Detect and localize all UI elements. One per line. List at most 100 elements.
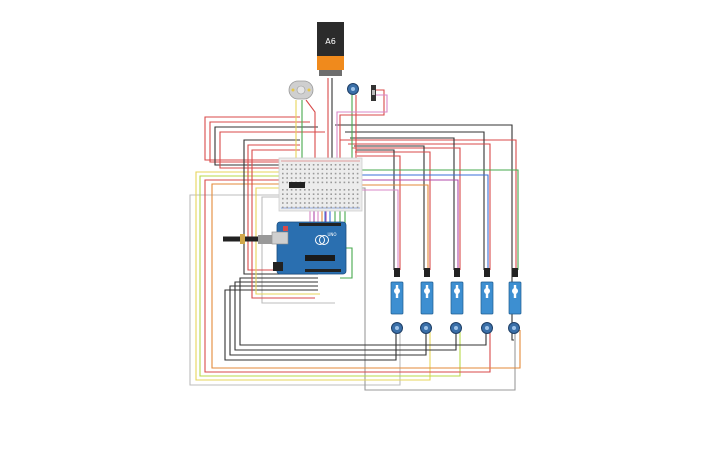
- header-top: [299, 223, 341, 226]
- potentiometer[interactable]: [481, 322, 493, 334]
- breadboard-hole: [312, 189, 315, 191]
- breadboard-hole: [308, 202, 310, 204]
- breadboard-hole: [330, 197, 332, 200]
- breadboard-hole: [356, 193, 359, 195]
- breadboard-hole: [282, 206, 284, 209]
- breadboard-hole: [290, 172, 293, 175]
- wire: [348, 143, 491, 270]
- breadboard-hole: [330, 189, 332, 191]
- breadboard-hole: [321, 164, 324, 166]
- breadboard-hole: [321, 197, 324, 200]
- breadboard-hole: [282, 189, 284, 191]
- breadboard-hole: [290, 202, 293, 204]
- breadboard-hole: [299, 168, 302, 170]
- breadboard-hole: [304, 177, 306, 179]
- breadboard-hole: [352, 164, 354, 166]
- breadboard-hole: [295, 172, 297, 175]
- wire: [345, 131, 485, 270]
- breadboard-hole: [321, 177, 324, 179]
- breadboard-hole: [304, 172, 306, 175]
- power-jack: [273, 262, 283, 271]
- potentiometer-top[interactable]: [347, 83, 359, 95]
- breadboard-hole: [348, 193, 350, 195]
- reset-button: [283, 226, 288, 231]
- breadboard-hole: [304, 206, 306, 209]
- battery-label: A6: [325, 37, 336, 46]
- breadboard-hole: [321, 193, 324, 195]
- breadboard-hole: [308, 172, 310, 175]
- breadboard-hole: [286, 177, 288, 179]
- breadboard-hole: [317, 168, 319, 170]
- servo-motor[interactable]: [480, 268, 494, 315]
- breadboard-hole: [286, 181, 288, 184]
- breadboard-hole: [326, 172, 328, 175]
- breadboard-hole: [339, 193, 341, 195]
- battery[interactable]: A6: [317, 22, 344, 76]
- wire: [350, 137, 455, 270]
- wire: [239, 277, 487, 346]
- breadboard-hole: [321, 206, 324, 209]
- breadboard-hole: [352, 193, 354, 195]
- dc-motor[interactable]: [288, 80, 314, 100]
- usb-cable[interactable]: [223, 234, 272, 244]
- breadboard-hole: [317, 206, 319, 209]
- breadboard-hole: [339, 172, 341, 175]
- breadboard-hole: [282, 202, 284, 204]
- breadboard-hole: [308, 206, 310, 209]
- breadboard-hole: [282, 172, 284, 175]
- slide-switch[interactable]: [371, 85, 376, 101]
- breadboard-hole: [334, 177, 337, 179]
- servo-motor[interactable]: [420, 268, 434, 315]
- breadboard-hole: [299, 177, 302, 179]
- breadboard-hole: [352, 206, 354, 209]
- wire: [356, 149, 395, 270]
- breadboard-hole: [308, 181, 310, 184]
- wire: [199, 175, 461, 377]
- breadboard-hole: [343, 197, 346, 200]
- breadboard-hole: [339, 181, 341, 184]
- breadboard-hole: [334, 197, 337, 200]
- wire: [357, 155, 401, 270]
- arduino-uno[interactable]: UNO: [271, 221, 347, 275]
- breadboard-hole: [286, 193, 288, 195]
- breadboard-hole: [304, 189, 306, 191]
- potentiometer[interactable]: [508, 322, 520, 334]
- breadboard-hole: [352, 177, 354, 179]
- potentiometer[interactable]: [420, 322, 432, 334]
- wire: [219, 131, 325, 169]
- wire: [354, 145, 425, 270]
- breadboard-hole: [317, 164, 319, 166]
- breadboard-hole: [339, 168, 341, 170]
- breadboard-hole: [317, 197, 319, 200]
- wire: [340, 139, 517, 270]
- breadboard[interactable]: [278, 157, 363, 212]
- breadboard-hole: [348, 189, 350, 191]
- breadboard-hole: [304, 202, 306, 204]
- breadboard-hole: [339, 206, 341, 209]
- breadboard-hole: [334, 164, 337, 166]
- servo-motor[interactable]: [390, 268, 404, 315]
- breadboard-hole: [295, 193, 297, 195]
- breadboard-hole: [308, 197, 310, 200]
- breadboard-hole: [286, 168, 288, 170]
- breadboard-hole: [295, 206, 297, 209]
- wire: [195, 171, 431, 381]
- breadboard-hole: [343, 177, 346, 179]
- breadboard-hole: [348, 177, 350, 179]
- breadboard-hole: [295, 197, 297, 200]
- breadboard-hole: [356, 206, 359, 209]
- potentiometer[interactable]: [391, 322, 403, 334]
- breadboard-hole: [290, 177, 293, 179]
- breadboard-hole: [352, 172, 354, 175]
- breadboard-hole: [304, 164, 306, 166]
- breadboard-hole: [326, 181, 328, 184]
- breadboard-hole: [308, 164, 310, 166]
- breadboard-hole: [343, 172, 346, 175]
- servo-motor[interactable]: [450, 268, 464, 315]
- breadboard-hole: [348, 202, 350, 204]
- breadboard-hole: [295, 202, 297, 204]
- potentiometer[interactable]: [450, 322, 462, 334]
- servo-motor[interactable]: [508, 268, 522, 315]
- breadboard-hole: [321, 202, 324, 204]
- battery-connector: [319, 70, 342, 76]
